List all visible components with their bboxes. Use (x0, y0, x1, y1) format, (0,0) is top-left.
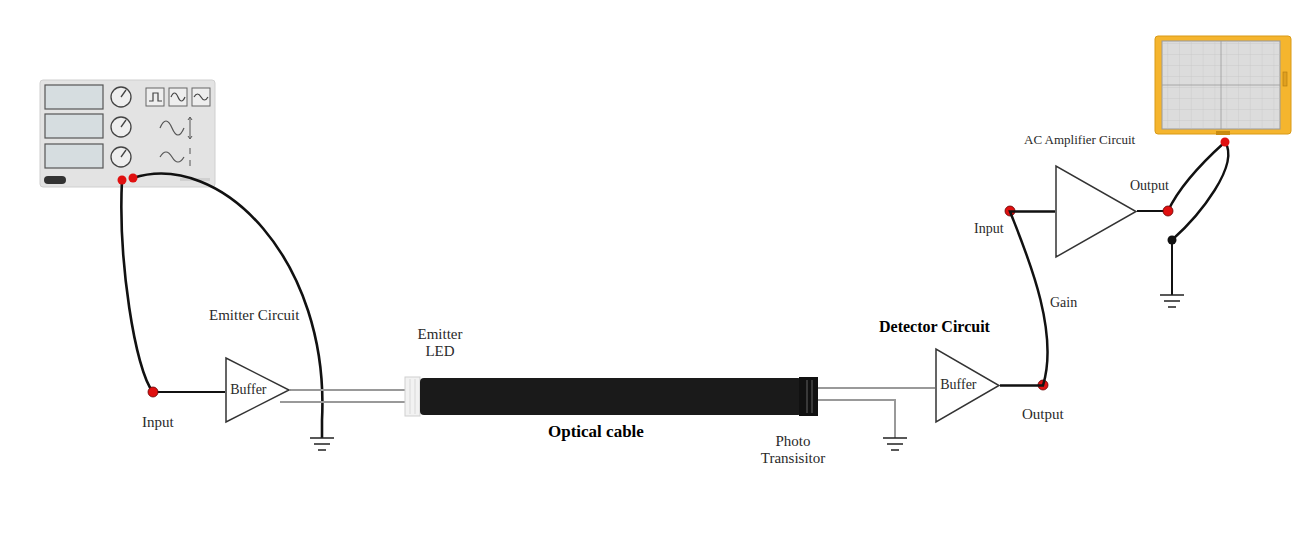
ground-wire (1171, 240, 1173, 295)
output-label: Output (1128, 178, 1171, 194)
cable-label: Optical cable (546, 422, 646, 442)
probe-wire (1168, 142, 1225, 211)
ground-symbol (310, 438, 334, 450)
led-wire (280, 401, 405, 403)
function-generator (40, 80, 215, 187)
ground-wire (133, 174, 322, 438)
circuit-heading: Emitter Circuit (207, 307, 301, 324)
input-label: Input (972, 221, 1006, 237)
optical-cable-outline (405, 377, 818, 416)
amplifier-triangle: AC Amplifier Circuit (1055, 165, 1137, 258)
gain-label: Gain (1048, 295, 1079, 311)
buffer-triangle: Emitter CircuitBuffer (225, 357, 290, 423)
oscilloscope (1155, 36, 1291, 135)
wire-connector (1000, 212, 1055, 386)
ground-symbol (883, 438, 907, 450)
component-label: Photo Transisitor (745, 433, 841, 468)
buffer-label: Buffer (230, 382, 266, 398)
wire-connector (290, 389, 405, 391)
buffer-triangle: Detector CircuitBuffer (935, 348, 1000, 423)
ground-symbol (1160, 295, 1184, 307)
output-label: Output (1020, 406, 1066, 423)
input-wire (153, 391, 225, 393)
optical-cable: Optical cable (405, 377, 818, 416)
terminal-dots (118, 138, 1230, 398)
probe-wire (1172, 142, 1228, 240)
circuit-heading: Detector Circuit (877, 318, 992, 336)
circuit-heading: AC Amplifier Circuit (1022, 133, 1137, 148)
signal-wire (121, 180, 153, 392)
input-label: Input (140, 414, 176, 431)
amplifier-triangle-outline (1055, 165, 1137, 258)
component-label: Emitter LED (410, 326, 470, 361)
wire-connector (818, 387, 935, 389)
buffer-label: Buffer (940, 377, 976, 393)
